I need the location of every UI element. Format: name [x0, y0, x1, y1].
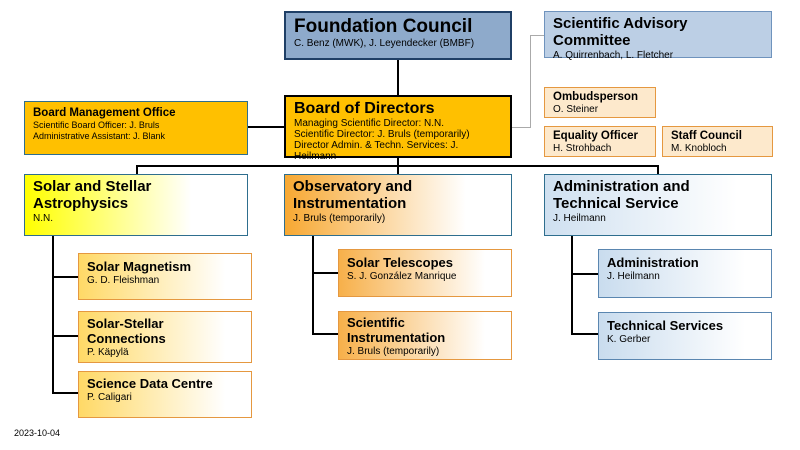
group-science-data-centre-box: Science Data Centre P. Caligari [78, 371, 252, 418]
box-line: Scientific Director: J. Bruls (temporari… [294, 128, 470, 140]
connector [657, 165, 659, 174]
box-head: J. Heilmann [553, 212, 606, 224]
box-title: Solar Telescopes [347, 255, 453, 270]
connector [136, 165, 138, 174]
box-title: Staff Council [671, 130, 742, 142]
box-title: Solar and Stellar Astrophysics [33, 178, 152, 213]
box-head: J. Bruls (temporarily) [347, 345, 440, 357]
box-members: A. Quirrenbach, L. Fletcher [553, 49, 674, 61]
connector [52, 276, 78, 278]
box-title: Science Data Centre [87, 376, 213, 391]
box-head: P. Käpylä [87, 346, 129, 358]
department-administration-box: Administration and Technical Service J. … [544, 174, 772, 236]
box-title: Foundation Council [294, 16, 473, 37]
foundation-council-box: Foundation Council C. Benz (MWK), J. Ley… [284, 11, 512, 60]
connector [136, 165, 659, 167]
box-title: Board of Directors [294, 100, 435, 117]
box-title: Equality Officer [553, 130, 638, 142]
box-head: N.N. [33, 212, 53, 224]
staff-council-box: Staff Council M. Knobloch [662, 126, 773, 157]
box-head: J. Bruls (temporarily) [293, 212, 386, 224]
connector [571, 273, 598, 275]
box-title: Board Management Office [33, 107, 176, 119]
box-line: Administrative Assistant: J. Blank [33, 130, 166, 141]
group-technical-services-box: Technical Services K. Gerber [598, 312, 772, 360]
box-title: Observatory and Instrumentation [293, 178, 413, 213]
group-solar-stellar-connections-box: Solar-Stellar Connections P. Käpylä [78, 311, 252, 363]
box-head: K. Gerber [607, 333, 651, 345]
connector [397, 60, 399, 95]
box-members: C. Benz (MWK), J. Leyendecker (BMBF) [294, 37, 475, 49]
advisory-connector [512, 127, 531, 128]
connector [571, 236, 573, 334]
group-scientific-instrumentation-box: Scientific Instrumentation J. Bruls (tem… [338, 311, 512, 360]
board-management-office-box: Board Management Office Scientific Board… [24, 101, 248, 155]
department-observatory-box: Observatory and Instrumentation J. Bruls… [284, 174, 512, 236]
box-head: P. Caligari [87, 391, 132, 403]
box-title: Technical Services [607, 318, 724, 333]
box-name: O. Steiner [553, 104, 599, 116]
box-title: Scientific Instrumentation [347, 315, 446, 345]
box-line: Director Admin. & Techn. Services: J. He… [294, 139, 459, 162]
box-title: Administration [607, 255, 699, 270]
advisory-connector [530, 35, 544, 36]
box-name: H. Strohbach [553, 143, 612, 155]
connector [52, 236, 54, 393]
department-solar-stellar-box: Solar and Stellar Astrophysics N.N. [24, 174, 248, 236]
connector [312, 272, 338, 274]
box-title: Solar Magnetism [87, 259, 192, 274]
advisory-committee-box: Scientific Advisory Committee A. Quirren… [544, 11, 772, 61]
connector [52, 335, 78, 337]
box-title: Ombudsperson [553, 91, 638, 103]
box-title: Scientific Advisory Committee [553, 15, 688, 50]
box-line: Managing Scientific Director: N.N. [294, 117, 445, 129]
connector [312, 236, 314, 334]
connector [52, 392, 78, 394]
box-line: Scientific Board Officer: J. Bruls [33, 120, 160, 131]
box-head: S. J. González Manrique [347, 270, 457, 282]
box-head: J. Heilmann [607, 270, 660, 282]
equality-officer-box: Equality Officer H. Strohbach [544, 126, 656, 157]
connector [248, 126, 284, 128]
box-name: M. Knobloch [671, 143, 727, 155]
box-head: G. D. Fleishman [87, 274, 160, 286]
group-administration-box: Administration J. Heilmann [598, 249, 772, 298]
group-solar-telescopes-box: Solar Telescopes S. J. González Manrique [338, 249, 512, 297]
box-title: Administration and Technical Service [553, 178, 690, 213]
group-solar-magnetism-box: Solar Magnetism G. D. Fleishman [78, 253, 252, 300]
connector [571, 333, 598, 335]
connector [312, 333, 338, 335]
box-title: Solar-Stellar Connections [87, 316, 166, 346]
date-label: 2023-10-04 [14, 428, 61, 438]
board-of-directors-box: Board of Directors Managing Scientific D… [284, 95, 512, 162]
advisory-connector [530, 35, 531, 128]
ombudsperson-box: Ombudsperson O. Steiner [544, 87, 656, 118]
